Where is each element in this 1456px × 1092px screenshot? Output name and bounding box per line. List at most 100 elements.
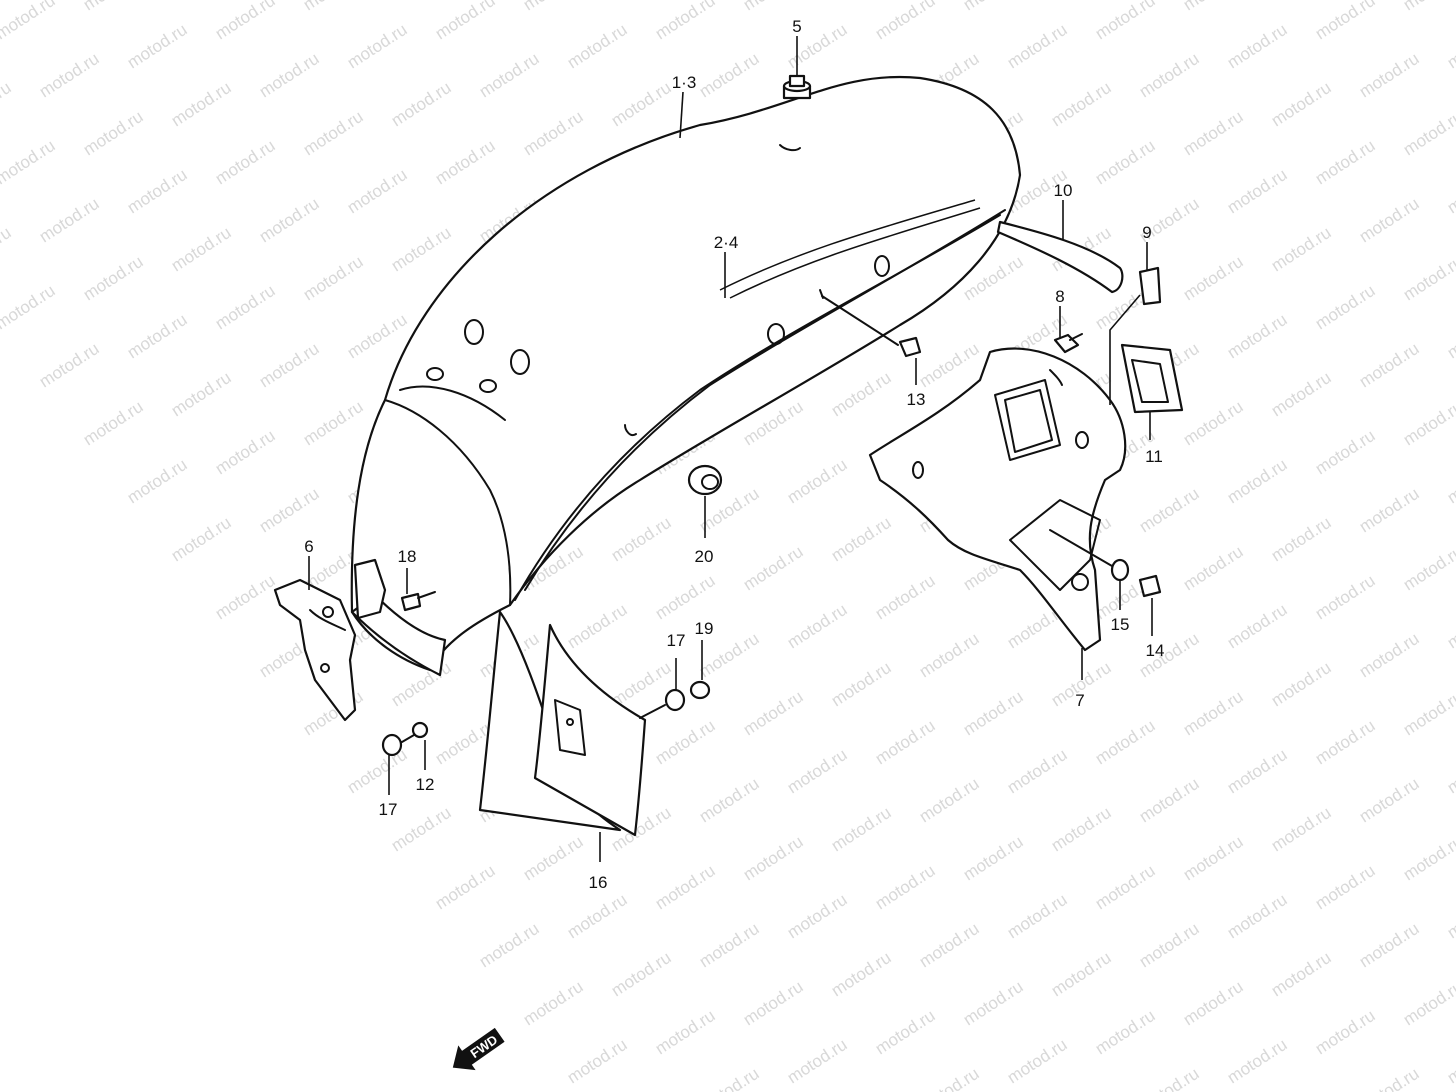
reflector-strip [996, 220, 1124, 294]
watermark-text: motod.ru [1180, 397, 1247, 449]
watermark-text: motod.ru [36, 49, 103, 101]
watermark-text: motod.ru [1136, 49, 1203, 101]
watermark-text: motod.ru [1224, 1035, 1291, 1087]
watermark-text: motod.ru [740, 977, 807, 1029]
watermark-text: motod.ru [1092, 136, 1159, 188]
watermark-text: motod.ru [1180, 0, 1247, 14]
fwd-arrow-icon: FWD [452, 1027, 505, 1071]
watermark-text: motod.ru [1180, 107, 1247, 159]
watermark-text: motod.ru [1312, 571, 1379, 623]
watermark-text: motod.ru [1444, 600, 1456, 652]
watermark-text: motod.ru [1136, 919, 1203, 971]
watermark-text: motod.ru [828, 513, 895, 565]
watermark-text: motod.ru [1268, 223, 1335, 275]
watermark-text: motod.ru [564, 20, 631, 72]
watermark-text: motod.ru [520, 832, 587, 884]
watermark-text: motod.ru [1312, 0, 1379, 43]
watermark-text: motod.ru [608, 513, 675, 565]
left-bracket [273, 558, 387, 722]
watermark-text: motod.ru [168, 368, 235, 420]
watermark-text: motod.ru [80, 252, 147, 304]
watermark-text: motod.ru [124, 310, 191, 362]
watermark-text: motod.ru [0, 281, 58, 333]
watermark-text: motod.ru [1224, 455, 1291, 507]
watermark-text: motod.ru [1048, 78, 1115, 130]
watermark-text: motod.ru [916, 629, 983, 681]
watermark-text: motod.ru [1356, 49, 1423, 101]
callout-9: 9 [1142, 223, 1151, 242]
callout-17-center: 17 [667, 631, 686, 650]
watermark-text: motod.ru [1400, 107, 1456, 159]
watermark-text: motod.ru [1356, 629, 1423, 681]
bolt-8 [1053, 333, 1083, 354]
watermark-text: motod.ru [564, 890, 631, 942]
callout-17-left: 17 [379, 800, 398, 819]
watermark-text: motod.ru [1268, 948, 1335, 1000]
watermark-text: motod.ru [740, 0, 807, 14]
reflector [1120, 343, 1184, 414]
screw-12 [401, 721, 429, 743]
watermark-text: motod.ru [564, 600, 631, 652]
watermark-text: motod.ru [80, 107, 147, 159]
watermark-text: motod.ru [784, 745, 851, 797]
watermark-text: motod.ru [212, 571, 279, 623]
small-plate [1138, 266, 1162, 306]
watermark-text: motod.ru [256, 194, 323, 246]
watermark-text: motod.ru [960, 977, 1027, 1029]
watermark-text: motod.ru [1092, 0, 1159, 43]
watermark-text: motod.ru [1312, 861, 1379, 913]
watermark-text: motod.ru [1400, 252, 1456, 304]
watermark-text: motod.ru [1268, 368, 1335, 420]
watermark-text: motod.ru [1312, 426, 1379, 478]
leader-lines [308, 36, 1153, 862]
watermark-text: motod.ru [784, 455, 851, 507]
callout-16: 16 [589, 873, 608, 892]
watermark-text: motod.ru [1136, 484, 1203, 536]
rear-fender [350, 75, 1022, 672]
watermark-text: motod.ru [828, 948, 895, 1000]
watermark-text: motod.ru [1312, 136, 1379, 188]
callout-20: 20 [695, 547, 714, 566]
watermark-text: motod.ru [1268, 803, 1335, 855]
callout-15: 15 [1111, 615, 1130, 634]
watermark-text: motod.ru [1180, 977, 1247, 1029]
screw-18 [400, 591, 436, 612]
cushion [687, 464, 723, 496]
watermark-text: motod.ru [916, 919, 983, 971]
watermark-text: motod.ru [828, 803, 895, 855]
watermark-text: motod.ru [1092, 1006, 1159, 1058]
watermark-text: motod.ru [740, 542, 807, 594]
watermark-text: motod.ru [1268, 513, 1335, 565]
watermark-text: motod.ru [1444, 165, 1456, 217]
callout-1-3: 1·3 [672, 73, 697, 92]
watermark-text: motod.ru [212, 426, 279, 478]
watermark-text: motod.ru [168, 78, 235, 130]
watermark-text: motod.ru [1224, 890, 1291, 942]
watermark-text: motod.ru [168, 513, 235, 565]
watermark-text: motod.ru [124, 165, 191, 217]
watermark-text: motod.ru [1136, 1064, 1203, 1092]
watermark-text: motod.ru [36, 339, 103, 391]
watermark-text: motod.ru [256, 339, 323, 391]
watermark-text: motod.ru [1356, 1064, 1423, 1092]
watermark-text: motod.ru [432, 0, 499, 43]
watermark-text: motod.ru [784, 890, 851, 942]
watermark-text: motod.ru [300, 252, 367, 304]
watermark-text: motod.ru [872, 571, 939, 623]
watermark-text: motod.ru [520, 977, 587, 1029]
watermark-text: motod.ru [1400, 977, 1456, 1029]
watermark-text: motod.ru [520, 0, 587, 14]
watermark-text: motod.ru [564, 1035, 631, 1087]
watermark-text: motod.ru [80, 397, 147, 449]
watermark-text: motod.ru [1400, 0, 1456, 14]
watermark-text: motod.ru [1444, 310, 1456, 362]
watermark-text: motod.ru [1312, 281, 1379, 333]
watermark-text: motod.ru [1004, 890, 1071, 942]
watermark-text: motod.ru [1180, 687, 1247, 739]
watermark-text: motod.ru [740, 832, 807, 884]
watermark-text: motod.ru [1312, 716, 1379, 768]
watermark-text: motod.ru [960, 0, 1027, 14]
watermark-text: motod.ru [608, 948, 675, 1000]
nut-19 [689, 680, 711, 700]
